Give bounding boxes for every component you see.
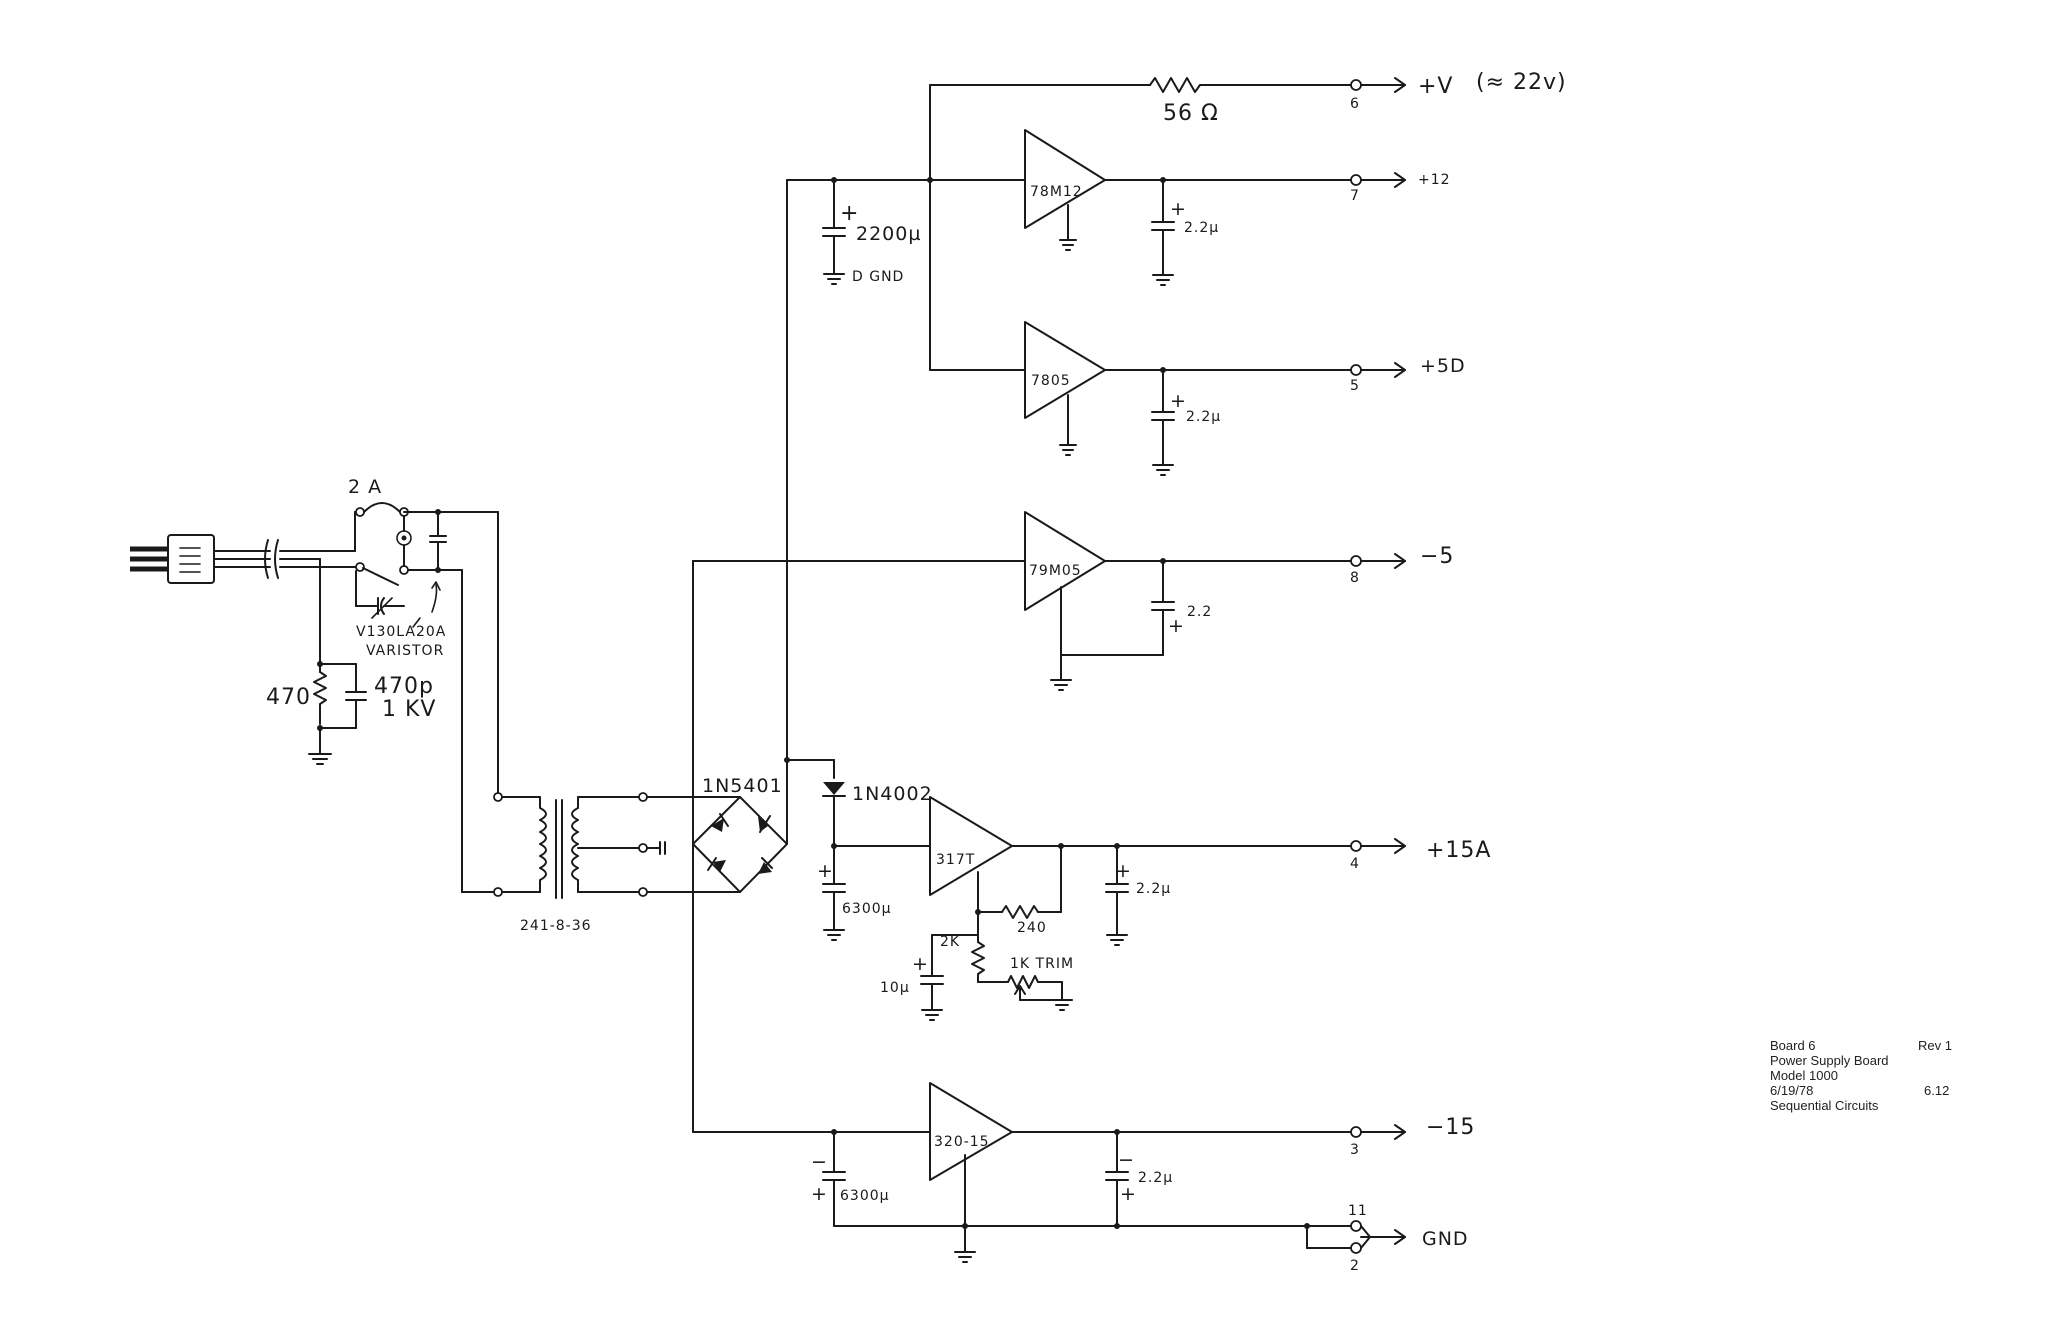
c2200-plus: + [840, 201, 859, 226]
pin-6: 6 [1350, 96, 1360, 112]
bridge-rectifier: 1N5401 [646, 775, 788, 893]
pin-2: 2 [1350, 1258, 1360, 1274]
p5-label: +5D [1420, 355, 1466, 377]
c1kv-label: 1 KV [382, 697, 436, 722]
c6300b-minus: − [811, 1151, 828, 1173]
bridge-label: 1N5401 [702, 775, 783, 797]
r56-label: 56 Ω [1163, 101, 1219, 126]
line-plug [167, 534, 215, 584]
tb-board: Board 6 [1770, 1038, 1816, 1053]
r2k-label: 2K [940, 934, 960, 950]
regulator-320-15: 320-15 − + 6300µ − + 2.2µ 3 −15 [811, 1082, 1475, 1227]
rc-snubber: 470 470p 1 KV [266, 558, 436, 765]
pin-4: 4 [1350, 856, 1360, 872]
title-block: Board 6 Rev 1 Power Supply Board Model 1… [1770, 1038, 1952, 1113]
reg-7805-label: 7805 [1031, 373, 1071, 389]
varistor-label: VARISTOR [366, 643, 444, 659]
c6300b-label: 6300µ [840, 1188, 890, 1204]
reg-78m12-label: 78M12 [1030, 184, 1083, 200]
fuse-label: 2 A [348, 476, 382, 498]
ground-bus: 11 2 GND [833, 1203, 1469, 1274]
r470-label: 470 [266, 685, 311, 710]
transformer-label: 241-8-36 [520, 918, 592, 934]
regulator-78m12: 78M12 + 2.2µ 7 +12 [1024, 129, 1451, 286]
dgnd-label: D GND [852, 269, 904, 285]
m15-label: −15 [1426, 1115, 1475, 1140]
cm5-plus: + [1168, 615, 1185, 637]
p15a-label: +15A [1426, 838, 1491, 863]
primary-wiring [461, 511, 541, 897]
gnd-label: GND [1422, 1228, 1469, 1250]
reg-317t-label: 317T [936, 852, 975, 868]
c12-plus: + [1170, 198, 1187, 220]
c6300a-plus: + [817, 860, 834, 882]
cm15-plus: + [1120, 1183, 1137, 1205]
capacitor-2200u: + 2200µ D GND [822, 179, 921, 285]
tb-rev: Rev 1 [1918, 1038, 1952, 1053]
c2200-label: 2200µ [856, 223, 921, 245]
v-label: +V [1418, 74, 1453, 99]
c6300b-plus: + [811, 1183, 828, 1205]
tb-company: Sequential Circuits [1770, 1098, 1879, 1113]
v-note: (≈ 22v) [1476, 70, 1567, 95]
output-plus-v: 56 Ω 6 +V (≈ 22v) [1149, 70, 1567, 126]
reg-79m05-label: 79M05 [1029, 563, 1082, 579]
ac-line-cord [130, 511, 361, 584]
fuse-2a: 2 A [348, 476, 409, 517]
tb-model: Model 1000 [1770, 1068, 1838, 1083]
negative-rail [692, 560, 1026, 1133]
tb-name: Power Supply Board [1770, 1053, 1889, 1068]
power-switch: V130LA20A VARISTOR [355, 509, 499, 659]
c5-label: 2.2µ [1186, 409, 1221, 425]
c12-label: 2.2µ [1184, 220, 1219, 236]
c470p-label: 470p [374, 674, 434, 699]
pin-5: 5 [1350, 378, 1360, 394]
diode-label: 1N4002 [852, 783, 933, 805]
c15a-label: 2.2µ [1136, 881, 1171, 897]
c15a-plus: + [1115, 860, 1132, 882]
cm5-label: 2.2 [1187, 604, 1212, 620]
regulator-79m05: 79M05 2.2 + 8 −5 [1024, 511, 1454, 691]
regulator-317t: 1N4002 + 6300µ 317T 240 2K 1K [817, 759, 1491, 1021]
pin-7: 7 [1350, 188, 1360, 204]
cm15-label: 2.2µ [1138, 1170, 1173, 1186]
tb-date: 6/19/78 [1770, 1083, 1813, 1098]
trim-label: 1K TRIM [1010, 956, 1074, 972]
positive-rail [784, 84, 1151, 845]
pin-3: 3 [1350, 1142, 1360, 1158]
transformer: 241-8-36 [520, 792, 666, 934]
p12-label: +12 [1418, 172, 1451, 188]
cm15-minus: − [1118, 1149, 1135, 1171]
c6300a-label: 6300µ [842, 901, 892, 917]
pin-8: 8 [1350, 570, 1360, 586]
reg-320-label: 320-15 [934, 1134, 990, 1150]
r240-label: 240 [1017, 920, 1047, 936]
varistor-part-label: V130LA20A [356, 624, 446, 640]
regulator-7805: 7805 + 2.2µ 5 +5D [1024, 321, 1466, 476]
m5-label: −5 [1420, 544, 1454, 569]
c10-label: 10µ [880, 980, 910, 996]
c5-plus: + [1170, 390, 1187, 412]
c10-plus: + [912, 953, 929, 975]
tb-page: 6.12 [1924, 1083, 1949, 1098]
pin-11: 11 [1348, 1203, 1368, 1219]
